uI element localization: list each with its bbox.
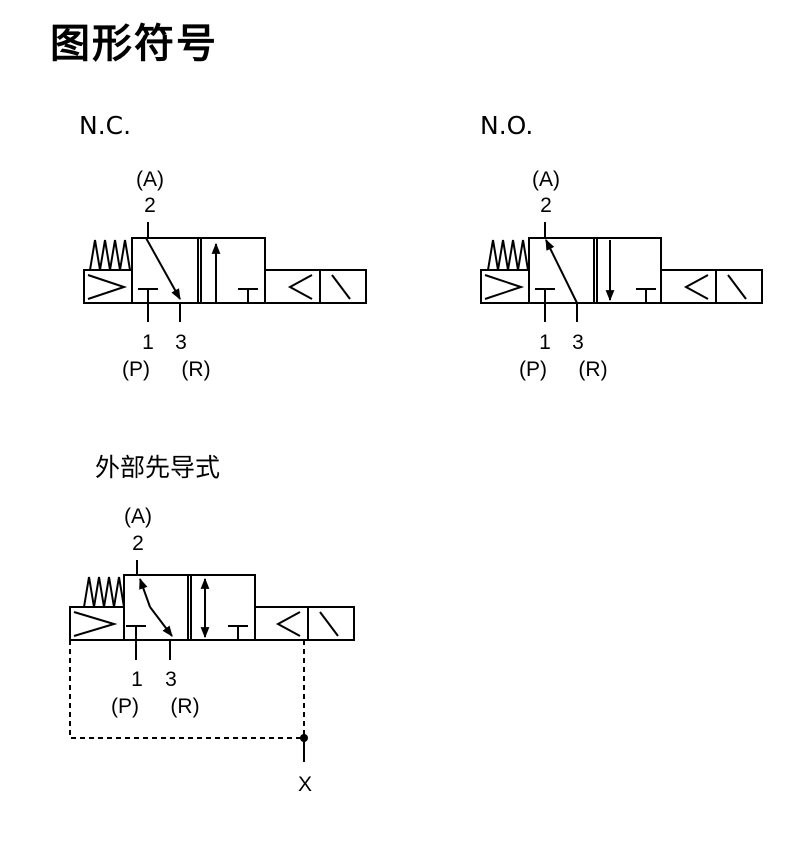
no-port-a-label: (A) [532,168,560,191]
no-valve-symbol [480,222,763,322]
nc-port-p-label: (P) [122,358,150,381]
nc-valve-symbol [83,222,367,322]
ext-port-x-label: X [298,773,312,796]
spring-icon [89,239,131,271]
ext-port-2-label: 2 [132,532,144,555]
page-title: 图形符号 [50,21,218,67]
spring-icon [83,576,125,608]
no-port-3-label: 3 [572,331,584,354]
ext-port-3-label: 3 [165,668,177,691]
ext-port-p-label: (P) [111,695,139,718]
nc-port-2-label: 2 [144,194,156,217]
spring-icon [487,239,529,271]
pilot-junction-dot [300,734,308,742]
external-pilot-label: 外部先导式 [95,453,221,482]
ext-port-1-label: 1 [131,668,143,691]
nc-label: N.C. [79,111,132,140]
nc-port-3-label: 3 [175,331,187,354]
no-port-r-label: (R) [578,358,607,381]
nc-port-r-label: (R) [181,358,210,381]
no-port-p-label: (P) [519,358,547,381]
nc-port-a-label: (A) [136,168,164,191]
no-label: N.O. [480,111,534,140]
no-port-2-label: 2 [540,194,552,217]
ext-port-r-label: (R) [170,695,199,718]
no-port-1-label: 1 [539,331,551,354]
external-pilot-valve-symbol [69,560,355,762]
ext-port-a-label: (A) [124,505,152,528]
nc-port-1-label: 1 [142,331,154,354]
